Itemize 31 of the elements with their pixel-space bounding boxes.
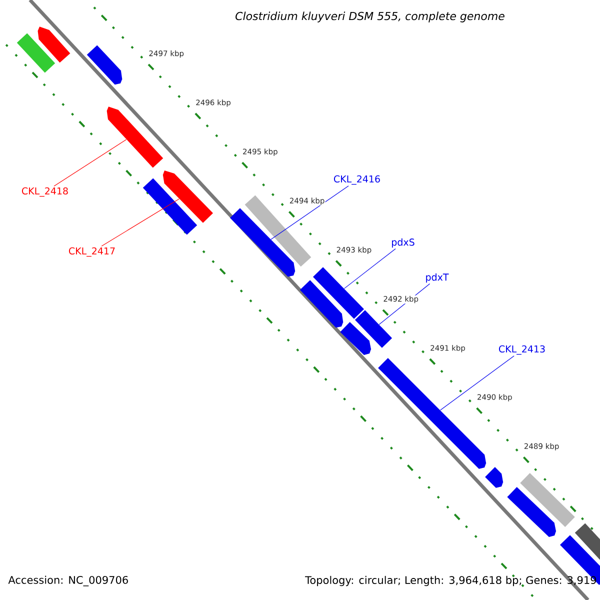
leader-line <box>344 248 396 289</box>
gene-feature <box>142 178 198 235</box>
gene-label: CKL_2416 <box>334 175 380 185</box>
gene-feature <box>485 467 504 488</box>
leader-line <box>101 198 180 246</box>
gene-feature <box>162 170 213 223</box>
gene-feature <box>230 208 296 277</box>
gene-label: CKL_2413 <box>499 345 545 355</box>
gene-label: pdxS <box>392 238 414 248</box>
gene-label: CKL_2418 <box>22 187 68 197</box>
gene-feature <box>300 280 344 328</box>
gene-label: pdxT <box>426 273 449 283</box>
gene-feature <box>106 106 164 168</box>
accession-note: Accession: NC_009706 <box>8 576 128 586</box>
gene-feature <box>354 310 392 348</box>
gene-feature <box>244 195 312 267</box>
gene-label: CKL_2417 <box>69 247 115 257</box>
leader-line <box>270 186 349 240</box>
gene-feature <box>86 45 122 85</box>
title: Clostridium kluyveri DSM 555, complete genome <box>236 12 504 22</box>
gene-feature <box>16 33 56 73</box>
gene-feature <box>340 322 372 355</box>
gene-feature <box>313 267 364 319</box>
gene-feature <box>574 523 600 561</box>
gene-feature <box>38 26 70 63</box>
gene-feature <box>507 486 556 537</box>
gene-feature <box>560 535 600 585</box>
genome-stats: Topology: circular; Length: 3,964,618 bp; Genes: 3,919 <box>305 576 596 586</box>
leader-line <box>440 356 514 410</box>
gene-feature <box>520 473 575 527</box>
leader-line <box>54 139 127 186</box>
